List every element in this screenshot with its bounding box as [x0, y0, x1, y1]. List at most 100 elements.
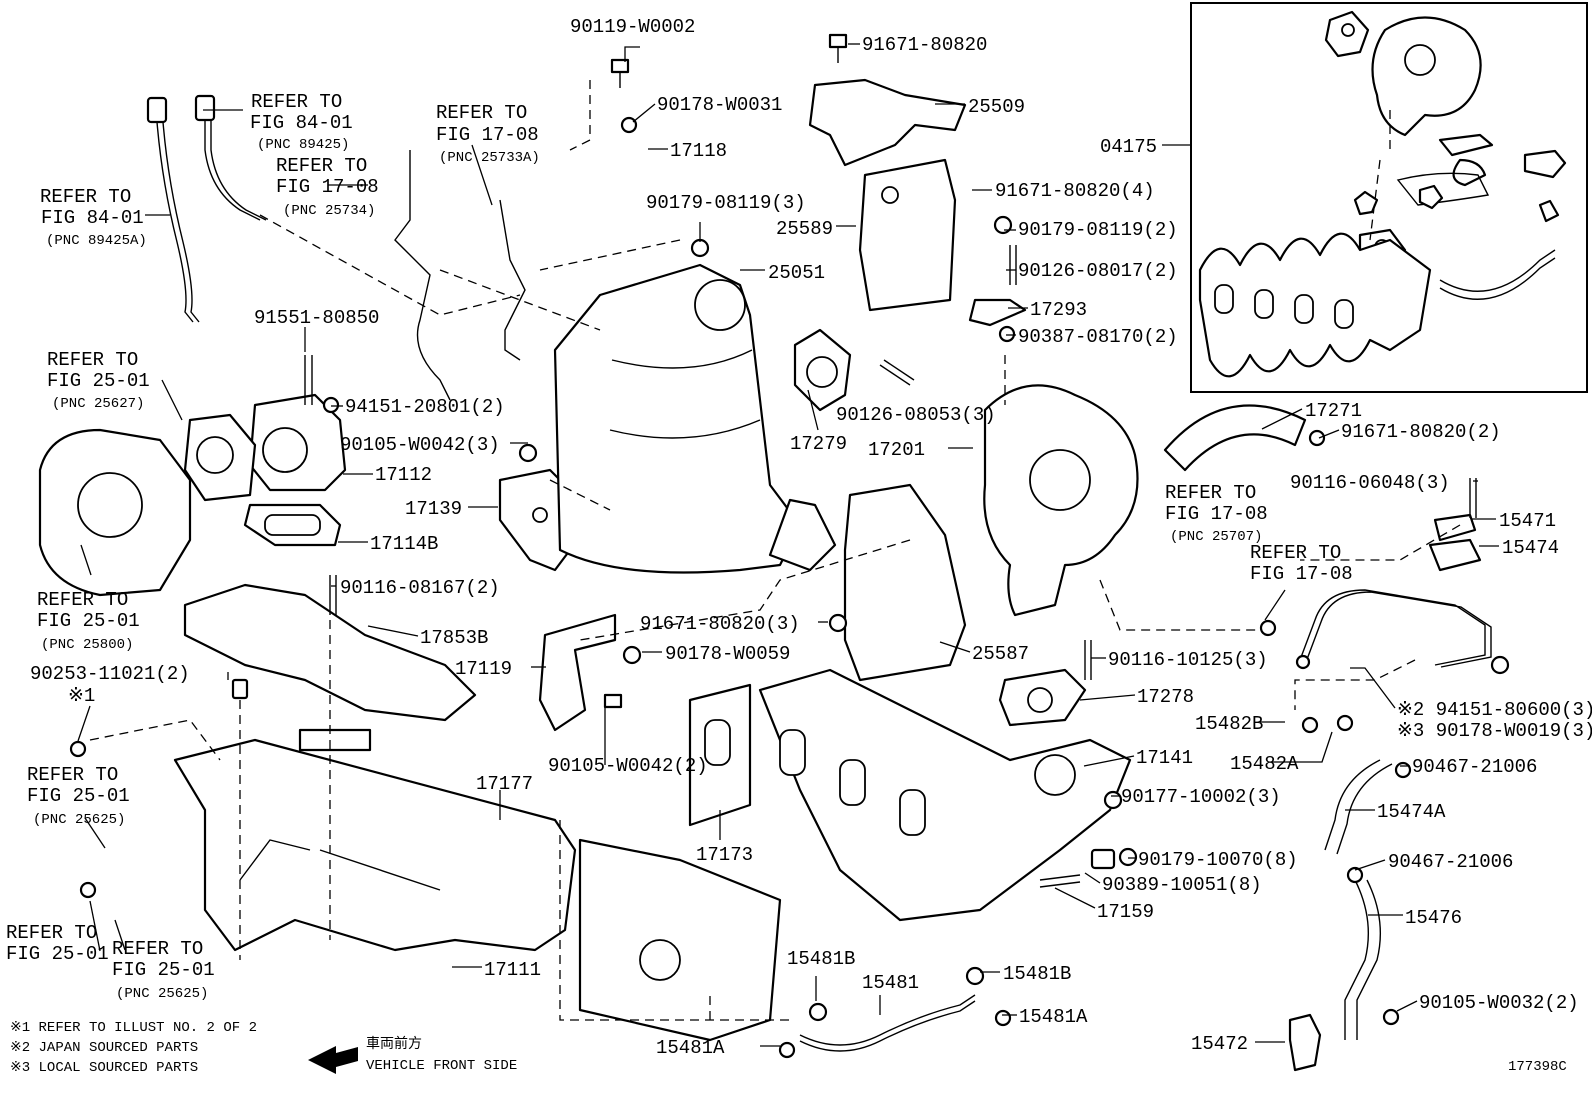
label-refer-to: REFER TO	[112, 938, 203, 960]
label-15476: 15476	[1405, 907, 1462, 929]
label-90126-08053-3: 90126-08053(3)	[836, 404, 996, 426]
label-91671-80820-4: 91671-80820(4)	[995, 180, 1155, 202]
label-90467-21006: 90467-21006	[1412, 756, 1537, 778]
label-15481a: 15481A	[656, 1037, 725, 1059]
label-refer-to: REFER TO	[251, 91, 342, 113]
label-90126-08017-2: 90126-08017(2)	[1018, 260, 1178, 282]
label-90179-08119-2: 90179-08119(2)	[1018, 219, 1178, 241]
label-17112: 17112	[375, 464, 432, 486]
leader-lines	[77, 43, 1499, 1047]
label-15474a: 15474A	[1377, 801, 1446, 823]
label-91551-80850: 91551-80850	[254, 307, 379, 329]
front-arrow-icon	[308, 1046, 358, 1074]
label-refer-to: REFER TO	[27, 764, 118, 786]
label-17114b: 17114B	[370, 533, 438, 555]
label-refer-fig: FIG 17-08	[1165, 503, 1268, 525]
label-25589: 25589	[776, 218, 833, 240]
label-90105-w0032-2: 90105-W0032(2)	[1419, 992, 1579, 1014]
label-refer-fig: FIG 25-01	[27, 785, 130, 807]
label-refer-pnc: (PNC 25800)	[41, 637, 133, 653]
label-refer-to: REFER TO	[6, 922, 97, 944]
label-17139: 17139	[405, 498, 462, 520]
label-15481a: 15481A	[1019, 1006, 1088, 1028]
label-refer-to: REFER TO	[436, 102, 527, 124]
label-refer-pnc: (PNC 25707)	[1170, 529, 1262, 545]
footnote-3: ※3 LOCAL SOURCED PARTS	[10, 1060, 198, 1076]
label-17118: 17118	[670, 140, 727, 162]
label-04175: 04175	[1100, 136, 1157, 158]
label-refer-fig: FIG 17-08	[436, 124, 539, 146]
part-labels: 90119-W0002 91671-80820 90178-W0031 2550…	[6, 16, 1592, 1059]
label-15482b: 15482B	[1195, 713, 1263, 735]
label-refer-to: REFER TO	[37, 589, 128, 611]
label-refer-pnc: (PNC 25625)	[33, 812, 125, 828]
label-15481: 15481	[862, 972, 919, 994]
label-90116-06048-3: 90116-06048(3)	[1290, 472, 1450, 494]
label-refer-to: REFER TO	[1165, 482, 1256, 504]
direction-jp: 車両前方	[366, 1035, 422, 1052]
label-90105-w0042-3: 90105-W0042(3)	[340, 434, 500, 456]
label-90467-21006: 90467-21006	[1388, 851, 1513, 873]
label-15472: 15472	[1191, 1033, 1248, 1055]
label-15482a: 15482A	[1230, 753, 1299, 775]
label-17201: 17201	[868, 439, 925, 461]
label-17278: 17278	[1137, 686, 1194, 708]
label-90119-w0002: 90119-W0002	[570, 16, 695, 38]
label-94151-20801-2: 94151-20801(2)	[345, 396, 505, 418]
label-refer-fig: FIG 25-01	[37, 610, 140, 632]
label-15481b: 15481B	[787, 948, 855, 970]
inset-assembly-04175	[1190, 2, 1588, 393]
label-refer-fig: FIG 25-01	[112, 959, 215, 981]
label-25051: 25051	[768, 262, 825, 284]
label-90178-w0031: 90178-W0031	[657, 94, 782, 116]
footnotes: ※1 REFER TO ILLUST NO. 2 OF 2 ※2 JAPAN S…	[10, 1020, 257, 1076]
label-refer-pnc: (PNC 25625)	[116, 986, 208, 1002]
label-17853b: 17853B	[420, 627, 488, 649]
dashed-lines	[89, 80, 1461, 1021]
label-90178-w0019-3: ※3 90178-W0019(3)	[1397, 720, 1592, 742]
label-refer-fig: FIG 84-01	[250, 112, 353, 134]
label-91671-80820-3: 91671-80820(3)	[640, 613, 800, 635]
label-refer-pnc: (PNC 25733A)	[439, 150, 540, 166]
image-code: 177398C	[1508, 1059, 1567, 1075]
label-25509: 25509	[968, 96, 1025, 118]
label-25587: 25587	[972, 643, 1029, 665]
label-15471: 15471	[1499, 510, 1556, 532]
label-90179-10070-8: 90179-10070(8)	[1138, 849, 1298, 871]
label-91671-80820-2: 91671-80820(2)	[1341, 421, 1501, 443]
label-90105-w0042-2: 90105-W0042(2)	[548, 755, 708, 777]
label-17111: 17111	[484, 959, 541, 981]
label-refer-fig: FIG 25-01	[47, 370, 150, 392]
label-17141: 17141	[1136, 747, 1193, 769]
label-refer-pnc: (PNC 89425A)	[46, 233, 147, 249]
label-91671-80820: 91671-80820	[862, 34, 987, 56]
label-90177-10002-3: 90177-10002(3)	[1121, 786, 1281, 808]
label-94151-80600-3: ※2 94151-80600(3)	[1397, 699, 1592, 721]
direction-en: VEHICLE FRONT SIDE	[366, 1058, 517, 1074]
label-refer-to: REFER TO	[40, 186, 131, 208]
part-shapes	[38, 33, 1510, 1072]
label-90389-10051-8: 90389-10051(8)	[1102, 874, 1262, 896]
vehicle-front-indicator: 車両前方 VEHICLE FRONT SIDE	[308, 1035, 517, 1074]
label-refer-pnc: (PNC 25734)	[283, 203, 375, 219]
footnote-2: ※2 JAPAN SOURCED PARTS	[10, 1040, 198, 1056]
label-90178-w0059: 90178-W0059	[665, 643, 790, 665]
label-refer-pnc: (PNC 25627)	[52, 396, 144, 412]
label-refer-to: REFER TO	[47, 349, 138, 371]
footnote-1: ※1 REFER TO ILLUST NO. 2 OF 2	[10, 1020, 257, 1036]
label-refer-fig: FIG 17-08	[1250, 563, 1353, 585]
label-refer-to: REFER TO	[1250, 542, 1341, 564]
label-17279: 17279	[790, 433, 847, 455]
label-15474: 15474	[1502, 537, 1559, 559]
label-refer-fig: FIG 17-08	[276, 176, 379, 198]
label-refer-to: REFER TO	[276, 155, 367, 177]
label-refer-fig: FIG 25-01	[6, 943, 109, 965]
label-15481b: 15481B	[1003, 963, 1071, 985]
label-90179-08119-3: 90179-08119(3)	[646, 192, 806, 214]
label-17173: 17173	[696, 844, 753, 866]
label-17159: 17159	[1097, 901, 1154, 923]
label-17119: 17119	[455, 658, 512, 680]
label-90253-11021-2: 90253-11021(2)	[30, 663, 190, 685]
label-90387-08170-2: 90387-08170(2)	[1018, 326, 1178, 348]
label-17293: 17293	[1030, 299, 1087, 321]
